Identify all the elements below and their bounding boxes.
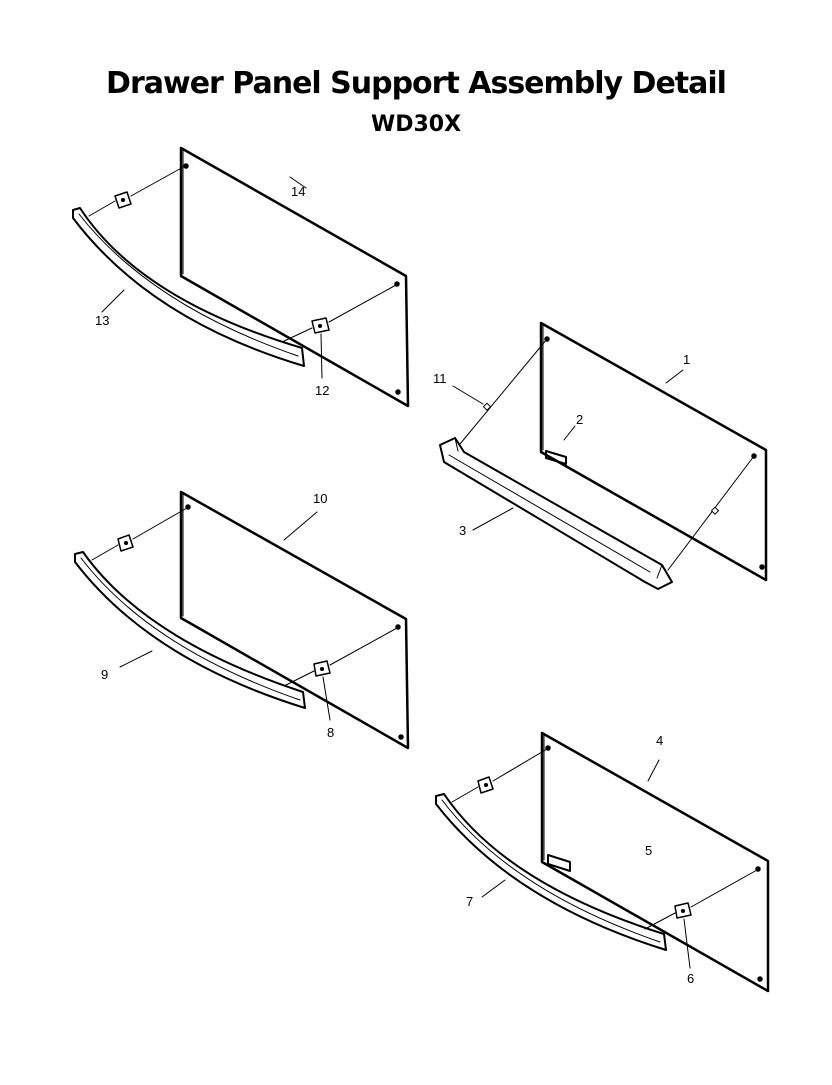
- drawer-panel-4: [540, 731, 770, 993]
- callout-1: 1: [683, 352, 690, 367]
- callout-3: 3: [459, 523, 466, 538]
- screw-11-left: [459, 338, 548, 445]
- support-bracket-13: [72, 207, 305, 367]
- support-rod-3: [439, 437, 673, 590]
- label-plate: [547, 854, 571, 872]
- clip-8-left: [117, 534, 134, 552]
- clip-8-right: [313, 660, 331, 677]
- screw-hole: [395, 389, 401, 395]
- callout-4: 4: [656, 733, 663, 748]
- drawer-panel-14: [179, 146, 410, 408]
- clip-6-right: [674, 902, 692, 919]
- clip-12-right: [311, 317, 330, 334]
- support-bracket-9: [74, 551, 306, 709]
- callout-7: 7: [466, 894, 473, 909]
- clip-6-left: [477, 776, 494, 794]
- assembly-top-right: [439, 321, 768, 590]
- callout-12: 12: [315, 383, 329, 398]
- support-bracket-7: [435, 793, 667, 951]
- callout-11: 11: [433, 371, 447, 386]
- callout-labels: 14 13 12 1 11 2 3 10 9 8 4 5 7 6: [95, 184, 694, 986]
- assembly-bottom-right: [435, 731, 770, 993]
- callout-2: 2: [576, 412, 583, 427]
- diagram-title: Drawer Panel Support Assembly Detail: [106, 66, 727, 101]
- clip-12-left: [114, 191, 132, 209]
- drawer-panel-10: [179, 490, 410, 750]
- screw-11-right: [667, 455, 755, 571]
- assembly-top-left: [72, 146, 410, 408]
- callout-14: 14: [291, 184, 305, 199]
- model-number: WD30X: [370, 112, 462, 137]
- callout-8: 8: [327, 725, 334, 740]
- callout-13: 13: [95, 313, 109, 328]
- callout-10: 10: [313, 491, 327, 506]
- callout-6: 6: [687, 971, 694, 986]
- assembly-middle-left: [74, 490, 410, 750]
- callout-5: 5: [645, 843, 652, 858]
- drawer-panel-1: [539, 321, 768, 582]
- clip-2: [545, 450, 567, 465]
- callout-9: 9: [101, 667, 108, 682]
